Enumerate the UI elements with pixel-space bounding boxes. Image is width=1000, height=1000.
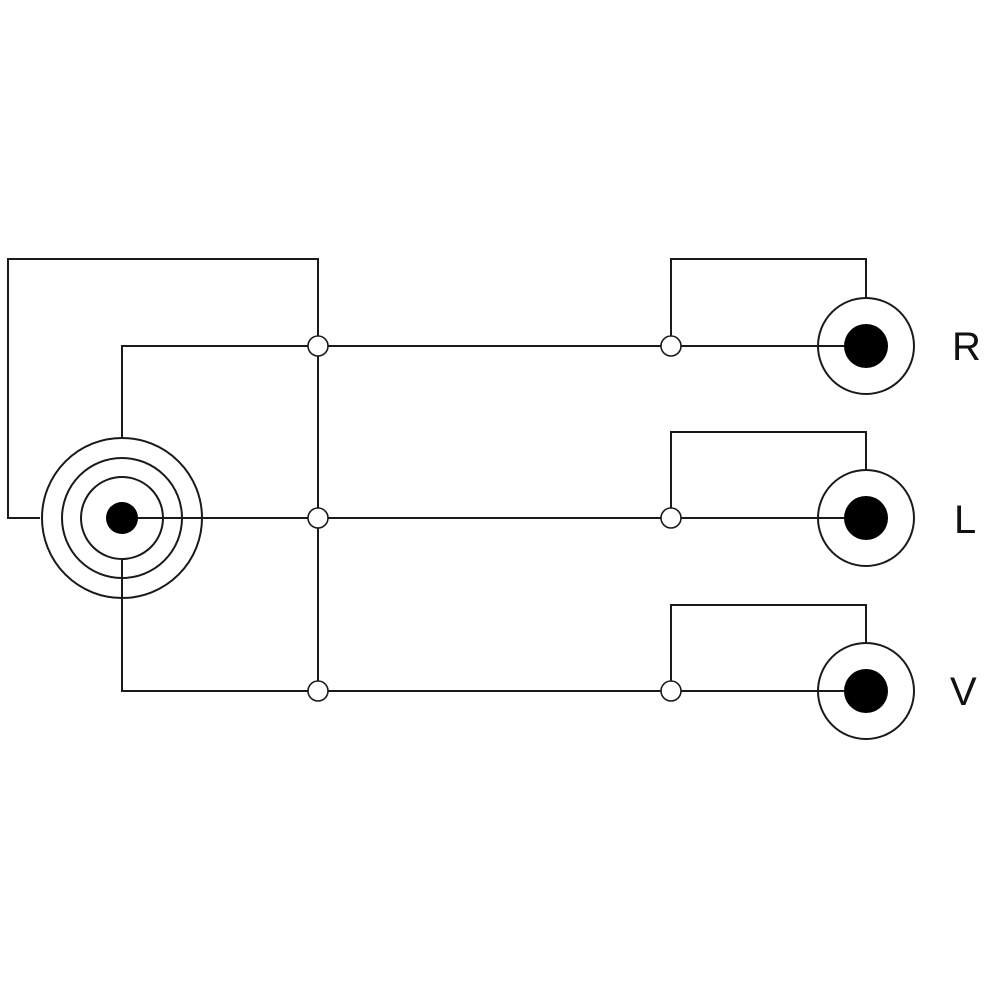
junction-node xyxy=(660,507,682,529)
wire-right-channel xyxy=(121,345,866,438)
jack-shield-wiring xyxy=(670,258,867,691)
rca-jack-l xyxy=(817,469,915,567)
junction-nodes xyxy=(307,335,682,702)
shield-l xyxy=(670,431,867,518)
label-l: L xyxy=(954,498,976,542)
shield-v xyxy=(670,604,867,691)
shield-r xyxy=(670,258,867,346)
rca-jack-r-pin xyxy=(844,324,888,368)
junction-node xyxy=(307,680,329,702)
label-r: R xyxy=(952,325,981,369)
plug-middle-ring xyxy=(61,457,183,579)
ground-wiring xyxy=(7,258,319,691)
rca-jack-r xyxy=(817,297,915,395)
junction-node xyxy=(660,335,682,357)
plug-inner-ring xyxy=(80,476,164,560)
rca-jack-v xyxy=(817,642,915,740)
plug-connector xyxy=(41,437,203,599)
label-v: V xyxy=(950,670,977,714)
signal-wiring xyxy=(121,345,866,692)
wire-video-channel xyxy=(121,560,866,692)
rca-jack-l-pin xyxy=(844,496,888,540)
junction-node xyxy=(660,680,682,702)
junction-node xyxy=(307,507,329,529)
plug-outer-ring xyxy=(41,437,203,599)
plug-ground-loop xyxy=(7,258,319,691)
rca-jack-v-pin xyxy=(844,669,888,713)
junction-node xyxy=(307,335,329,357)
plug-center-pin xyxy=(106,502,138,534)
